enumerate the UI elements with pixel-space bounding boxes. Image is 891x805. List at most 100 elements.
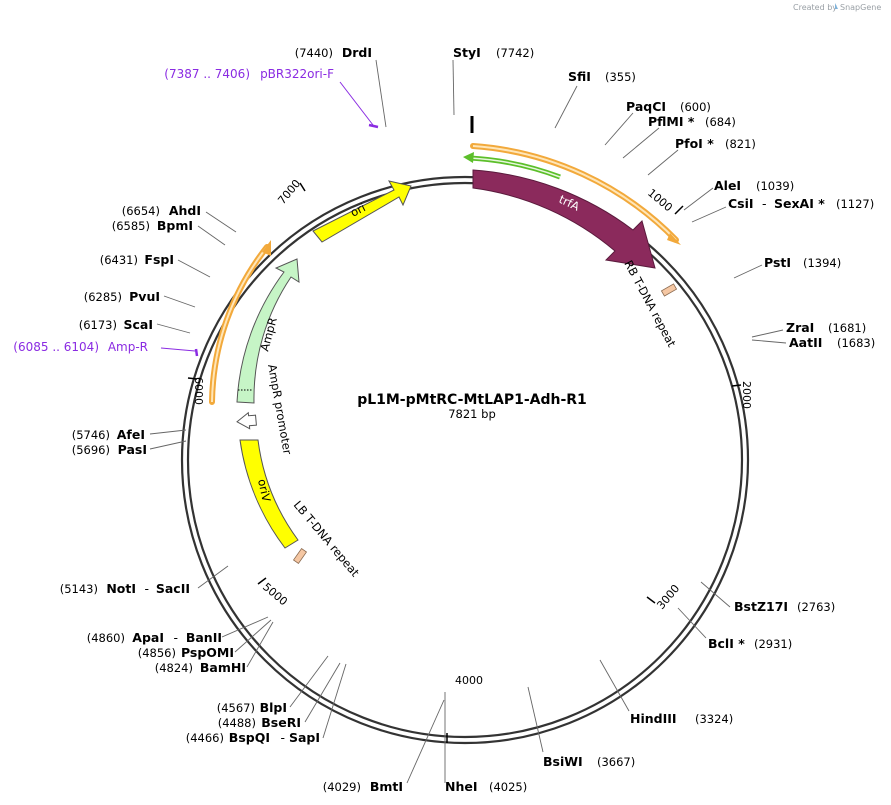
site-blpi-pos: (4567) bbox=[217, 701, 255, 715]
plasmid-name: pL1M-pMtRC-MtLAP1-Adh-R1 bbox=[357, 392, 587, 408]
site-alei-name: AleI bbox=[714, 178, 741, 193]
tick-3000: 3000 bbox=[654, 582, 682, 612]
tick-6000: 6000 bbox=[192, 377, 205, 405]
site-psti-name: PstI bbox=[764, 255, 791, 270]
primer-pbr322-range: (7387 .. 7406) bbox=[164, 67, 250, 81]
rb-repeat-label: RB T-DNA repeat bbox=[621, 258, 679, 350]
ori-feature bbox=[312, 180, 412, 243]
site-bseri-pos: (4488) bbox=[218, 716, 256, 730]
site-paqci-name: PaqCI bbox=[626, 99, 666, 114]
site-psponi-name: PspOMI bbox=[181, 645, 234, 660]
site-bseri-name: BseRI bbox=[261, 715, 301, 730]
tick-2000: 2000 bbox=[740, 381, 753, 409]
site-fspi-name: FspI bbox=[144, 252, 174, 267]
site-apai-pos: (4860) bbox=[87, 631, 125, 645]
site-hindiii-name: HindIII bbox=[630, 711, 677, 726]
site-pasi-name: PasI bbox=[118, 442, 147, 457]
site-bspqi-name: BspQI bbox=[229, 730, 270, 745]
site-paqci-pos: (600) bbox=[680, 100, 711, 114]
tick-7000: 7000 bbox=[275, 177, 303, 207]
tick-5000: 5000 bbox=[260, 580, 290, 608]
site-afei-pos: (5746) bbox=[72, 428, 110, 442]
tick-4000: 4000 bbox=[455, 674, 483, 687]
site-blpi-name: BlpI bbox=[260, 700, 287, 715]
site-fspi-pos: (6431) bbox=[100, 253, 138, 267]
site-pflmi-pos: (684) bbox=[705, 115, 736, 129]
site-csii-pos: (1127) bbox=[836, 197, 874, 211]
site-pflmi-name: PflMI * bbox=[648, 114, 695, 129]
credit-created-by: Created by bbox=[793, 3, 837, 12]
site-bspqi-sep: - bbox=[280, 730, 285, 745]
primer-pbr322-mark bbox=[368, 123, 379, 129]
site-bmti-pos: (4029) bbox=[323, 780, 361, 794]
oriV-label: oriV bbox=[255, 478, 273, 503]
site-pfoi-pos: (821) bbox=[725, 137, 756, 151]
site-ahdi-name: AhdI bbox=[169, 203, 201, 218]
orange-arc-top-head bbox=[667, 233, 681, 245]
site-sacii-name: SacII bbox=[156, 581, 190, 596]
site-bsiwi-name: BsiWI bbox=[543, 754, 583, 769]
ori-label: ori bbox=[348, 200, 368, 219]
primer-ampr-name: Amp-R bbox=[108, 340, 148, 354]
site-bspqi-pos: (4466) bbox=[186, 731, 224, 745]
site-aatii-pos: (1683) bbox=[837, 336, 875, 350]
site-psti-pos: (1394) bbox=[803, 256, 841, 270]
site-pvui-pos: (6285) bbox=[84, 290, 122, 304]
site-bstz17i-pos: (2763) bbox=[797, 600, 835, 614]
primer-pbr322-name: pBR322ori-F bbox=[260, 67, 334, 81]
orange-arc-left-head bbox=[262, 240, 271, 256]
site-bmti-name: BmtI bbox=[370, 779, 403, 794]
site-sapi-name: SapI bbox=[289, 730, 320, 745]
lb-repeat-label: LB T-DNA repeat bbox=[291, 498, 363, 580]
trfA-feature bbox=[472, 169, 656, 269]
green-arc-head bbox=[463, 152, 474, 163]
site-zrai-pos: (1681) bbox=[828, 321, 866, 335]
scale-ticks bbox=[187, 182, 742, 743]
site-drdi-pos: (7440) bbox=[295, 46, 333, 60]
site-apai-sep: - bbox=[173, 630, 178, 645]
credit-brand: SnapGene bbox=[840, 3, 881, 12]
primer-ampr-mark bbox=[194, 348, 199, 357]
site-pvui-name: PvuI bbox=[129, 289, 160, 304]
snapgene-logo-icon bbox=[835, 3, 838, 9]
site-alei-pos: (1039) bbox=[756, 179, 794, 193]
site-bamhi-name: BamHI bbox=[200, 660, 246, 675]
orange-arc-top-core bbox=[472, 145, 677, 241]
backbone-inner bbox=[186, 181, 744, 739]
site-sfii-name: SfiI bbox=[568, 69, 591, 84]
site-zrai-name: ZraI bbox=[786, 320, 814, 335]
site-apai-name: ApaI bbox=[132, 630, 164, 645]
rb-repeat-box bbox=[660, 283, 678, 297]
green-arc-core bbox=[469, 157, 561, 178]
site-bcli-pos: (2931) bbox=[754, 637, 792, 651]
ampr-promoter-label: AmpR promoter bbox=[265, 363, 295, 456]
site-sfii-pos: (355) bbox=[605, 70, 636, 84]
site-drdi-name: DrdI bbox=[342, 45, 372, 60]
site-scai-pos: (6173) bbox=[79, 318, 117, 332]
plasmid-length: 7821 bp bbox=[448, 407, 496, 421]
site-nhei-name: NheI bbox=[445, 779, 478, 794]
ampr-promoter-arrow bbox=[236, 411, 257, 430]
site-bamhi-pos: (4824) bbox=[155, 661, 193, 675]
site-styi-pos: (7742) bbox=[496, 46, 534, 60]
site-pfoi-name: PfoI * bbox=[675, 136, 714, 151]
site-scai-name: ScaI bbox=[124, 317, 154, 332]
backbone-outer bbox=[180, 175, 750, 745]
site-sexai-name: SexAI * bbox=[774, 196, 825, 211]
site-styi-name: StyI bbox=[453, 45, 481, 60]
site-bstz17i-name: BstZ17I bbox=[734, 599, 788, 614]
site-nhei-pos: (4025) bbox=[489, 780, 527, 794]
site-bsiwi-pos: (3667) bbox=[597, 755, 635, 769]
tick-1000: 1000 bbox=[645, 186, 675, 214]
orange-arc-left-core bbox=[211, 246, 268, 403]
primer-ampr-range: (6085 .. 6104) bbox=[13, 340, 99, 354]
site-pasi-pos: (5696) bbox=[72, 443, 110, 457]
oriV-feature bbox=[239, 439, 299, 549]
site-bpmi-pos: (6585) bbox=[112, 219, 150, 233]
site-aatii-name: AatII bbox=[789, 335, 822, 350]
site-csii-name: CsiI bbox=[728, 196, 754, 211]
site-leader-lines bbox=[149, 59, 787, 784]
ampr-feature bbox=[236, 258, 300, 404]
site-hindiii-pos: (3324) bbox=[695, 712, 733, 726]
